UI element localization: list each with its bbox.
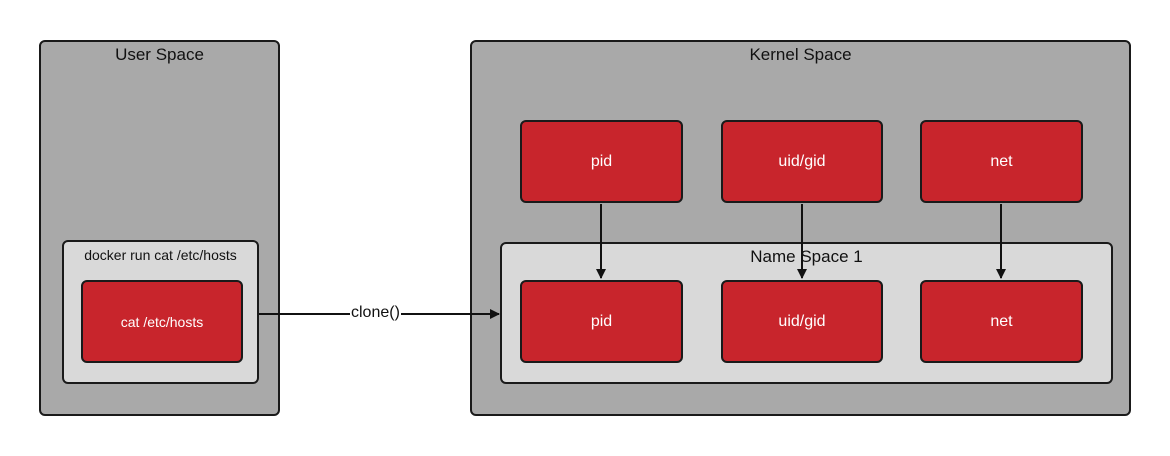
ns1-net-box: net [920, 280, 1083, 363]
cat-etc-hosts-box: cat /etc/hosts [81, 280, 243, 363]
ns1-uid-gid-box: uid/gid [721, 280, 883, 363]
kernel-space-title: Kernel Space [749, 45, 852, 64]
global-net-box: net [920, 120, 1083, 203]
global-uid-gid-box: uid/gid [721, 120, 883, 203]
ns1-pid-box: pid [520, 280, 683, 363]
global-pid-box: pid [520, 120, 683, 203]
user-space-title: User Space [115, 45, 204, 64]
docker-run-group-title: docker run cat /etc/hosts [84, 247, 237, 263]
clone-label: clone() [350, 304, 401, 322]
namespace-1-title: Name Space 1 [750, 247, 863, 266]
